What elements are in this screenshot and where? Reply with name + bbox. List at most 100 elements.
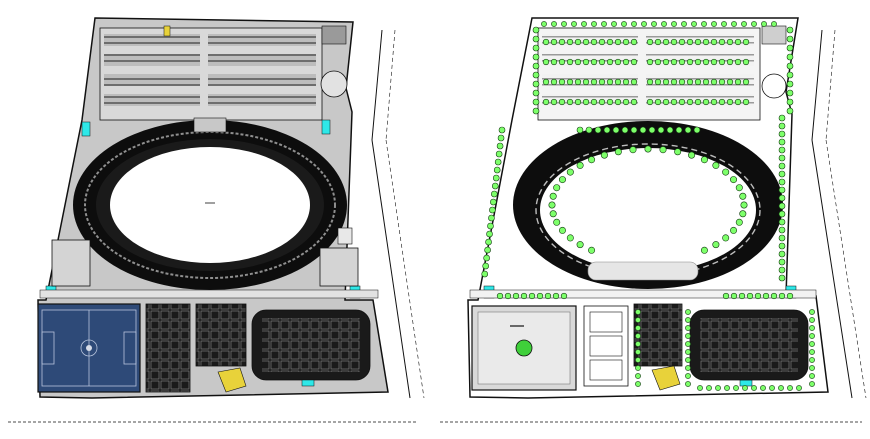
tree-symbol [691,21,697,27]
building-inner [700,318,798,372]
tree-symbol [778,250,786,258]
tree-symbol [606,98,614,106]
tree-symbol [631,21,637,27]
tree-symbol [582,98,590,106]
tree-symbol [697,385,703,391]
tree-symbol [635,341,641,347]
tree-symbol [746,292,754,300]
tree-symbol [549,210,557,218]
tree-symbol [576,126,584,134]
left-site-plan [8,17,425,423]
tree-symbol [635,373,641,379]
tree-symbol [778,242,786,250]
tree-symbol [739,192,747,200]
parking-row [542,94,638,106]
tree-symbol [566,38,574,46]
tree-symbol [710,78,718,86]
gate-detail [217,367,247,393]
tree-symbol [738,292,746,300]
tree-symbol [796,385,802,391]
tree-symbol [662,78,670,86]
tree-symbol [809,357,815,363]
tree-symbol [809,309,815,315]
parking-row [208,74,316,86]
tree-symbol [486,230,493,238]
center-circle-marker [515,339,533,357]
tree-symbol [635,365,641,371]
penalty-box [41,331,55,365]
gate-marker [739,379,753,387]
tree-symbol [739,210,747,218]
tree-symbol [700,156,708,164]
tree-symbol [541,21,547,27]
tree-symbol [558,226,566,234]
tree-symbol [735,218,743,226]
tree-symbol [778,258,786,266]
tree-symbol [532,44,540,52]
parking-row [542,74,638,86]
tree-symbol [735,184,743,192]
tree-symbol [594,126,602,134]
tree-symbol [685,325,691,331]
tree-symbol [778,234,786,242]
tree-symbol [574,98,582,106]
tree-symbol [809,381,815,387]
tree-symbol [504,292,512,300]
tree-symbol [542,38,550,46]
tree-symbol [740,201,748,209]
tree-symbol [734,58,742,66]
tree-symbol [685,341,691,347]
tree-symbol [702,38,710,46]
tree-symbol [520,292,528,300]
tree-symbol [561,21,567,27]
center-circle-marker [80,339,98,357]
tree-symbol [630,98,638,106]
tree-symbol [706,385,712,391]
tree-symbol [566,58,574,66]
tree-symbol [809,373,815,379]
tree-symbol [778,266,786,274]
tree-symbol [532,89,540,97]
stadium-field [540,148,756,272]
tree-symbol [681,21,687,27]
tree-symbol [582,58,590,66]
gate-detail [163,25,171,37]
tree-symbol [786,71,794,79]
tree-symbol [778,162,786,170]
tree-symbol [710,38,718,46]
gate-marker [301,379,315,387]
tree-symbol [487,222,494,230]
tree-symbol [566,234,574,242]
tree-symbol [496,292,504,300]
tree-symbol [491,182,499,190]
tree-symbol [786,292,794,300]
tree-symbol [761,21,767,27]
tree-symbol [558,176,566,184]
tree-symbol [685,333,691,339]
tree-symbol [778,186,786,194]
tree-symbol [710,98,718,106]
tree-symbol [741,21,747,27]
tree-symbol [512,292,520,300]
roundabout [320,70,348,98]
tree-symbol [786,98,794,106]
tree-symbol [751,21,757,27]
road-line [371,29,383,141]
tree-symbol [550,58,558,66]
tree-symbol [574,38,582,46]
tree-symbol [606,78,614,86]
tree-symbol [778,218,786,226]
tree-symbol [778,385,784,391]
tree-symbol [685,317,691,323]
tree-symbol [786,62,794,70]
tree-symbol [754,292,762,300]
tree-symbol [497,134,505,142]
tree-symbol [654,98,662,106]
tree-symbol [666,126,674,134]
tree-symbol [726,98,734,106]
tree-symbol [726,38,734,46]
tree-symbol [786,35,794,43]
tree-symbol [576,161,584,169]
tree-symbol [685,309,691,315]
